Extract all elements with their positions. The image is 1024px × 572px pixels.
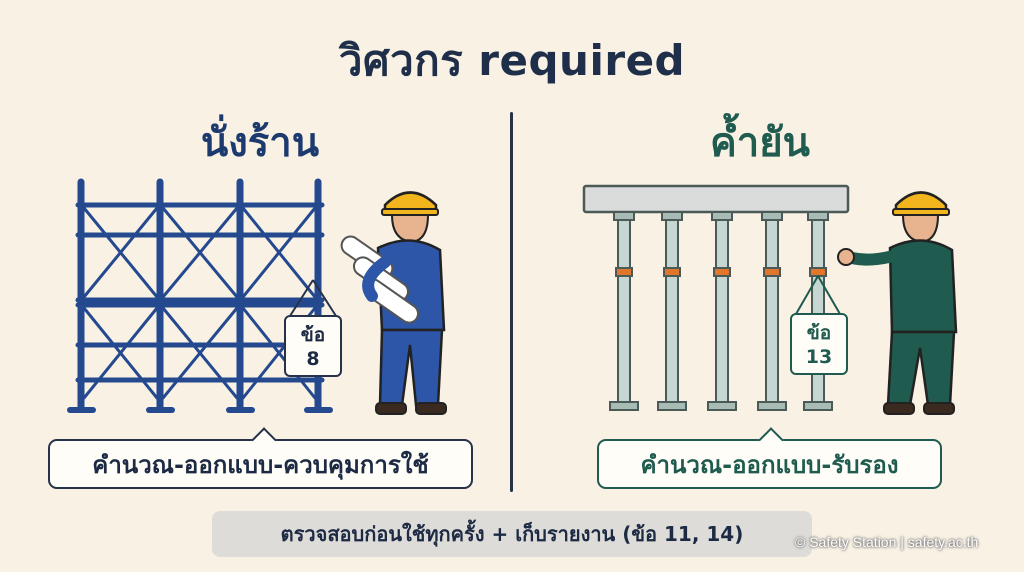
- footer-note: ตรวจสอบก่อนใช้ทุกครั้ง + เก็บรายงาน (ข้อ…: [212, 511, 812, 557]
- tag-label: ข้อ: [300, 324, 326, 346]
- section-tag-left: ข้อ 8: [284, 315, 342, 377]
- right-callout: คำนวณ-ออกแบบ-รับรอง: [597, 427, 942, 489]
- right-tag-wire: [795, 275, 841, 315]
- left-panel-title: นั่งร้าน: [200, 120, 320, 166]
- shoring-illustration: [582, 184, 850, 411]
- scaffold-ledgers: [75, 202, 325, 383]
- credit-text: © Safety Station | safety.ac.th: [795, 534, 979, 550]
- tag-number: 13: [805, 346, 833, 368]
- page-title: วิศวกร required: [338, 36, 686, 85]
- left-tag-wire: [289, 279, 337, 317]
- engineer-worker-right: [837, 191, 958, 415]
- right-callout-text: คำนวณ-ออกแบบ-รับรอง: [640, 450, 899, 479]
- tag-number: 8: [306, 348, 320, 370]
- footer-note-text: ตรวจสอบก่อนใช้ทุกครั้ง + เก็บรายงาน (ข้อ…: [280, 522, 744, 546]
- engineer-worker-left: [340, 191, 447, 415]
- section-tag-right: ข้อ 13: [790, 313, 848, 375]
- right-panel-title: ค้ำยัน: [710, 120, 810, 166]
- formwork-beam: [582, 184, 850, 214]
- tag-label: ข้อ: [806, 322, 832, 344]
- center-divider: [510, 112, 513, 492]
- scaffold-illustration: [67, 178, 333, 413]
- scaffold-posts: [77, 178, 322, 412]
- left-callout: คำนวณ-ออกแบบ-ควบคุมการใช้: [48, 427, 473, 489]
- left-callout-text: คำนวณ-ออกแบบ-ควบคุมการใช้: [92, 450, 429, 479]
